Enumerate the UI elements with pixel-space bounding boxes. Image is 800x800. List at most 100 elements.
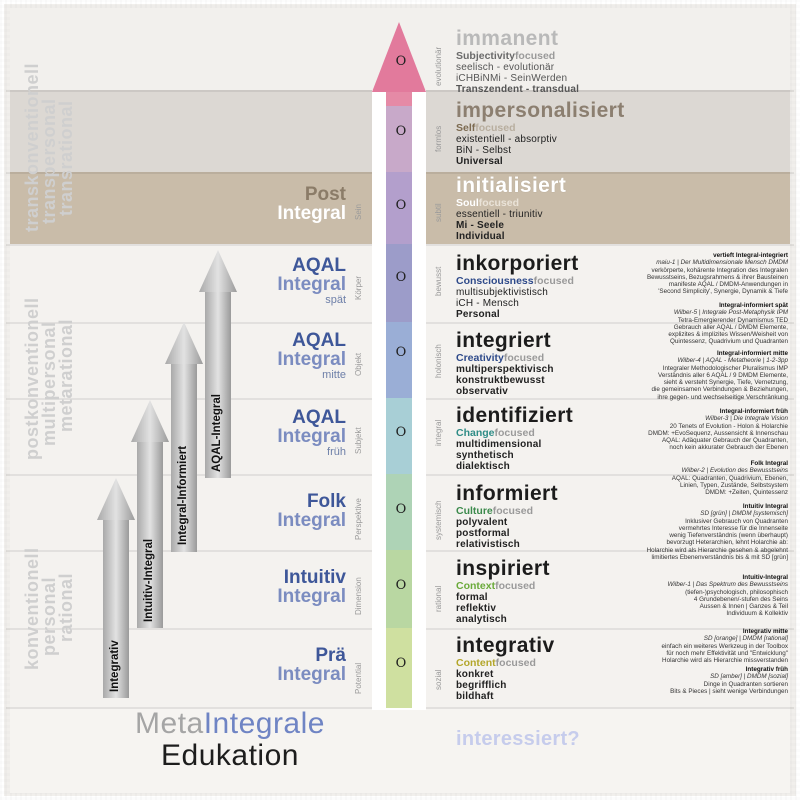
stage-line: konkret [456,669,494,680]
stage-line: Individual [456,231,505,242]
note-integrativ-frueh: Integrativ früh SD [amber] | DMDM [sozia… [670,666,788,695]
stage-title: integriert [456,329,552,352]
stage-line: multisubjektivistisch [456,287,549,298]
footer-question[interactable]: interessiert? [456,728,580,750]
brand-line1: MetaIntegrale [108,708,352,740]
stage-title: identifiziert [456,404,574,427]
focus-word: Culture [456,505,493,517]
stage-title: integrativ [456,634,555,657]
note-subtitle: Wilber-2 | Evolution des Bewusstseins [681,467,788,475]
note-title: Intuitiv Integral [742,503,788,510]
arrow-integral-informiert [165,322,203,552]
note-title: Integrativ mitte [742,628,788,635]
focus-word: Content [456,657,496,669]
stage-line: konstruktbewusst [456,375,545,386]
note-line: 'Second Simplicity', Synergie, Dynamik &… [658,288,788,296]
stage-line: Mi - Seele [456,220,505,231]
spine-marker: O [395,345,407,360]
stage-lines: multidimensional synthetisch dialektisch [456,439,573,472]
focus-word: Soul [456,197,479,209]
note-title: Integrativ früh [745,666,788,673]
stage-line: iCHBiNMi - SeinWerden [456,73,568,84]
level-prae-integral: Prä Integral [230,646,346,684]
note-subtitle: Wilber-4 | AQAL - Metatheorie | 1-2-3pp [677,357,788,365]
level-aqal-frueh: AQAL Integral früh [230,408,346,459]
stage-line: Transzendent - transdual [456,84,580,95]
stage-focus: Culturefocused [456,505,558,517]
note-line: Dinge in Quadranten sortieren [703,680,788,688]
note-subtitle: maiu-1 | Der Multidimensionale Mensch DM… [656,259,788,267]
note-line: verkörperte, kohärente Integration des I… [651,266,788,274]
stage-line: begrifflich [456,680,507,691]
note-subtitle: Wilber-3 | Die Integrale Vision [705,415,788,423]
stage-integriert: integriert Creativityfocused multiperspe… [456,329,554,398]
stage-lines: essentiell - triunitiv Mi - Seele Indivi… [456,209,566,242]
level-line1: AQAL [292,255,346,276]
stage-impersonalisiert: impersonalisiert Selffocused existentiel… [456,99,625,168]
stage-title: inkorporiert [456,252,579,275]
note-line: DMDM: +EvoSequenz, Aussensicht & Innensc… [648,429,788,437]
note-line: 20 Tenets of Evolution - Holon & Holarch… [669,422,788,430]
focus-suffix: focused [503,352,545,364]
focus-suffix: focused [495,580,536,592]
stage-lines: formal reflektiv analytisch [456,592,550,625]
focus-suffix: focused [533,275,574,287]
stage-line: analytisch [456,614,507,625]
stage-focus: Contentfocused [456,657,555,669]
note-subtitle: SD [grün] | DMDM [systemisch] [700,510,788,518]
note-subtitle: SD [orange] | DMDM [rational] [703,635,788,643]
arrow-aqal-integral [199,250,237,478]
arrow-label: Integrativ [109,640,121,692]
stage-focus: Soulfocused [456,197,566,209]
focus-suffix: focused [514,50,556,62]
note-line: limitiertes Ebenenverständnis bis & mit … [651,554,789,562]
stage-title: inspiriert [456,557,550,580]
note-line: (tiefen-)psychologisch, philosophisch [685,588,788,596]
spine-marker: O [395,198,407,213]
note-line: Bits & Pieces | sieht wenige Verbindunge… [670,687,788,695]
stage-initialisiert: initialisiert Soulfocused essentiell - t… [456,175,566,243]
stage-line: multiperspektivisch [456,364,554,375]
stage-lines: seelisch - evolutionär iCHBiNMi - SeinWe… [456,62,579,95]
stage-line: synthetisch [456,450,514,461]
note-line: explizites & implizites Wissen/Weisheit … [668,331,788,339]
stage-title: immanent [456,27,559,50]
note-title: Folk Integral [750,460,788,467]
level-line2: Integral [277,586,346,607]
note-title: Integral-informiert früh [719,408,788,415]
stage-focus: Subjectivityfocused [456,50,579,62]
level-line3: spät [325,294,346,306]
focus-suffix: focused [492,505,534,517]
level-line2: Integral [277,349,346,370]
stage-focus: Contextfocused [456,580,550,592]
note-line: Linien, Typen, Zustände, Selbstsystem [679,481,788,489]
stage-line: seelisch - evolutionär [456,62,555,73]
focus-suffix: focused [495,657,536,669]
note-intuitiv-integral-wilber: Intuitiv-Integral Wilber-1 | Das Spektru… [668,574,788,618]
note-integral-frueh: Integral-informiert früh Wilber-3 | Die … [648,408,788,452]
stage-line: dialektisch [456,461,510,472]
note-line: ihre gegen- und wechselseitige Verschrän… [657,393,788,401]
level-line1: Prä [315,645,346,666]
stage-focus: Consciousnessfocused [456,275,579,287]
note-line: Tetra-Emergierender Dynamismus TED [677,316,788,324]
note-line: AQAL: Quadranten, Quadrivium, Ebenen, [671,474,788,482]
arrow-intuitiv-integral [131,400,169,628]
stage-lines: multiperspektivisch konstruktbewusst obs… [456,364,554,397]
note-line: Inklusiver Gebrauch von Quadranten [685,517,788,525]
note-line: manifeste AQAL / DMDM-Anwendungen in [668,281,788,289]
stage-title: impersonalisiert [456,99,625,122]
note-line: Aussen & Innen | Ganzes & Teil [699,603,788,611]
note-integral-spaet: Integral-informiert spät Wilber-5 | Inte… [668,302,788,346]
note-subtitle: Wilber-1 | Das Spektrum des Bewusstseins [667,581,788,589]
level-line3: früh [327,446,346,458]
level-line2: Integral [277,274,346,295]
stage-lines: konkret begrifflich bildhaft [456,669,555,702]
arrow-label: Integral-Informiert [177,445,189,545]
focus-word: Consciousness [456,275,534,287]
stage-line: Universal [456,156,503,167]
stage-lines: existentiell - absorptiv BiN - Selbst Un… [456,134,625,167]
spine-marker: O [395,124,407,139]
